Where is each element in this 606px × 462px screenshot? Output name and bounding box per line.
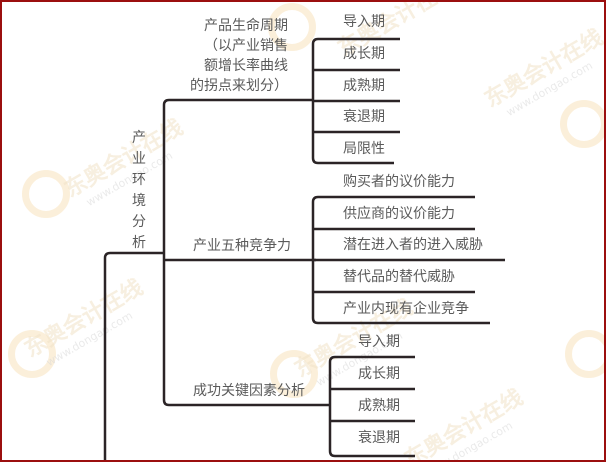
leaf-introduction-stage[interactable]: 导入期: [358, 334, 400, 350]
branch-key-success-factors[interactable]: 成功关键因素分析: [193, 383, 305, 399]
leaf-growth-stage[interactable]: 成长期: [343, 46, 385, 62]
leaf-introduction-stage[interactable]: 导入期: [343, 14, 385, 30]
leaf-maturity-stage[interactable]: 成熟期: [343, 78, 385, 94]
leaf-limitations[interactable]: 局限性: [343, 141, 385, 157]
leaf-growth-stage[interactable]: 成长期: [358, 366, 400, 382]
leaf-decline-stage[interactable]: 衰退期: [358, 430, 400, 446]
leaf-substitutes-threat[interactable]: 替代品的替代威胁: [343, 269, 455, 285]
leaf-decline-stage[interactable]: 衰退期: [343, 109, 385, 125]
root-node-label[interactable]: 产 业 环 境 分 析: [132, 130, 146, 251]
leaf-new-entrants-threat[interactable]: 潜在进入者的进入威胁: [343, 237, 483, 253]
leaf-existing-rivalry[interactable]: 产业内现有企业竞争: [343, 301, 469, 317]
leaf-maturity-stage[interactable]: 成熟期: [358, 398, 400, 414]
leaf-buyer-power[interactable]: 购买者的议价能力: [343, 174, 455, 190]
leaf-supplier-power[interactable]: 供应商的议价能力: [343, 206, 455, 222]
branch-product-lifecycle[interactable]: 产品生命周期 （以产业销售 额增长率曲线 的拐点来划分）: [190, 18, 288, 94]
branch-five-forces[interactable]: 产业五种竞争力: [193, 238, 291, 254]
